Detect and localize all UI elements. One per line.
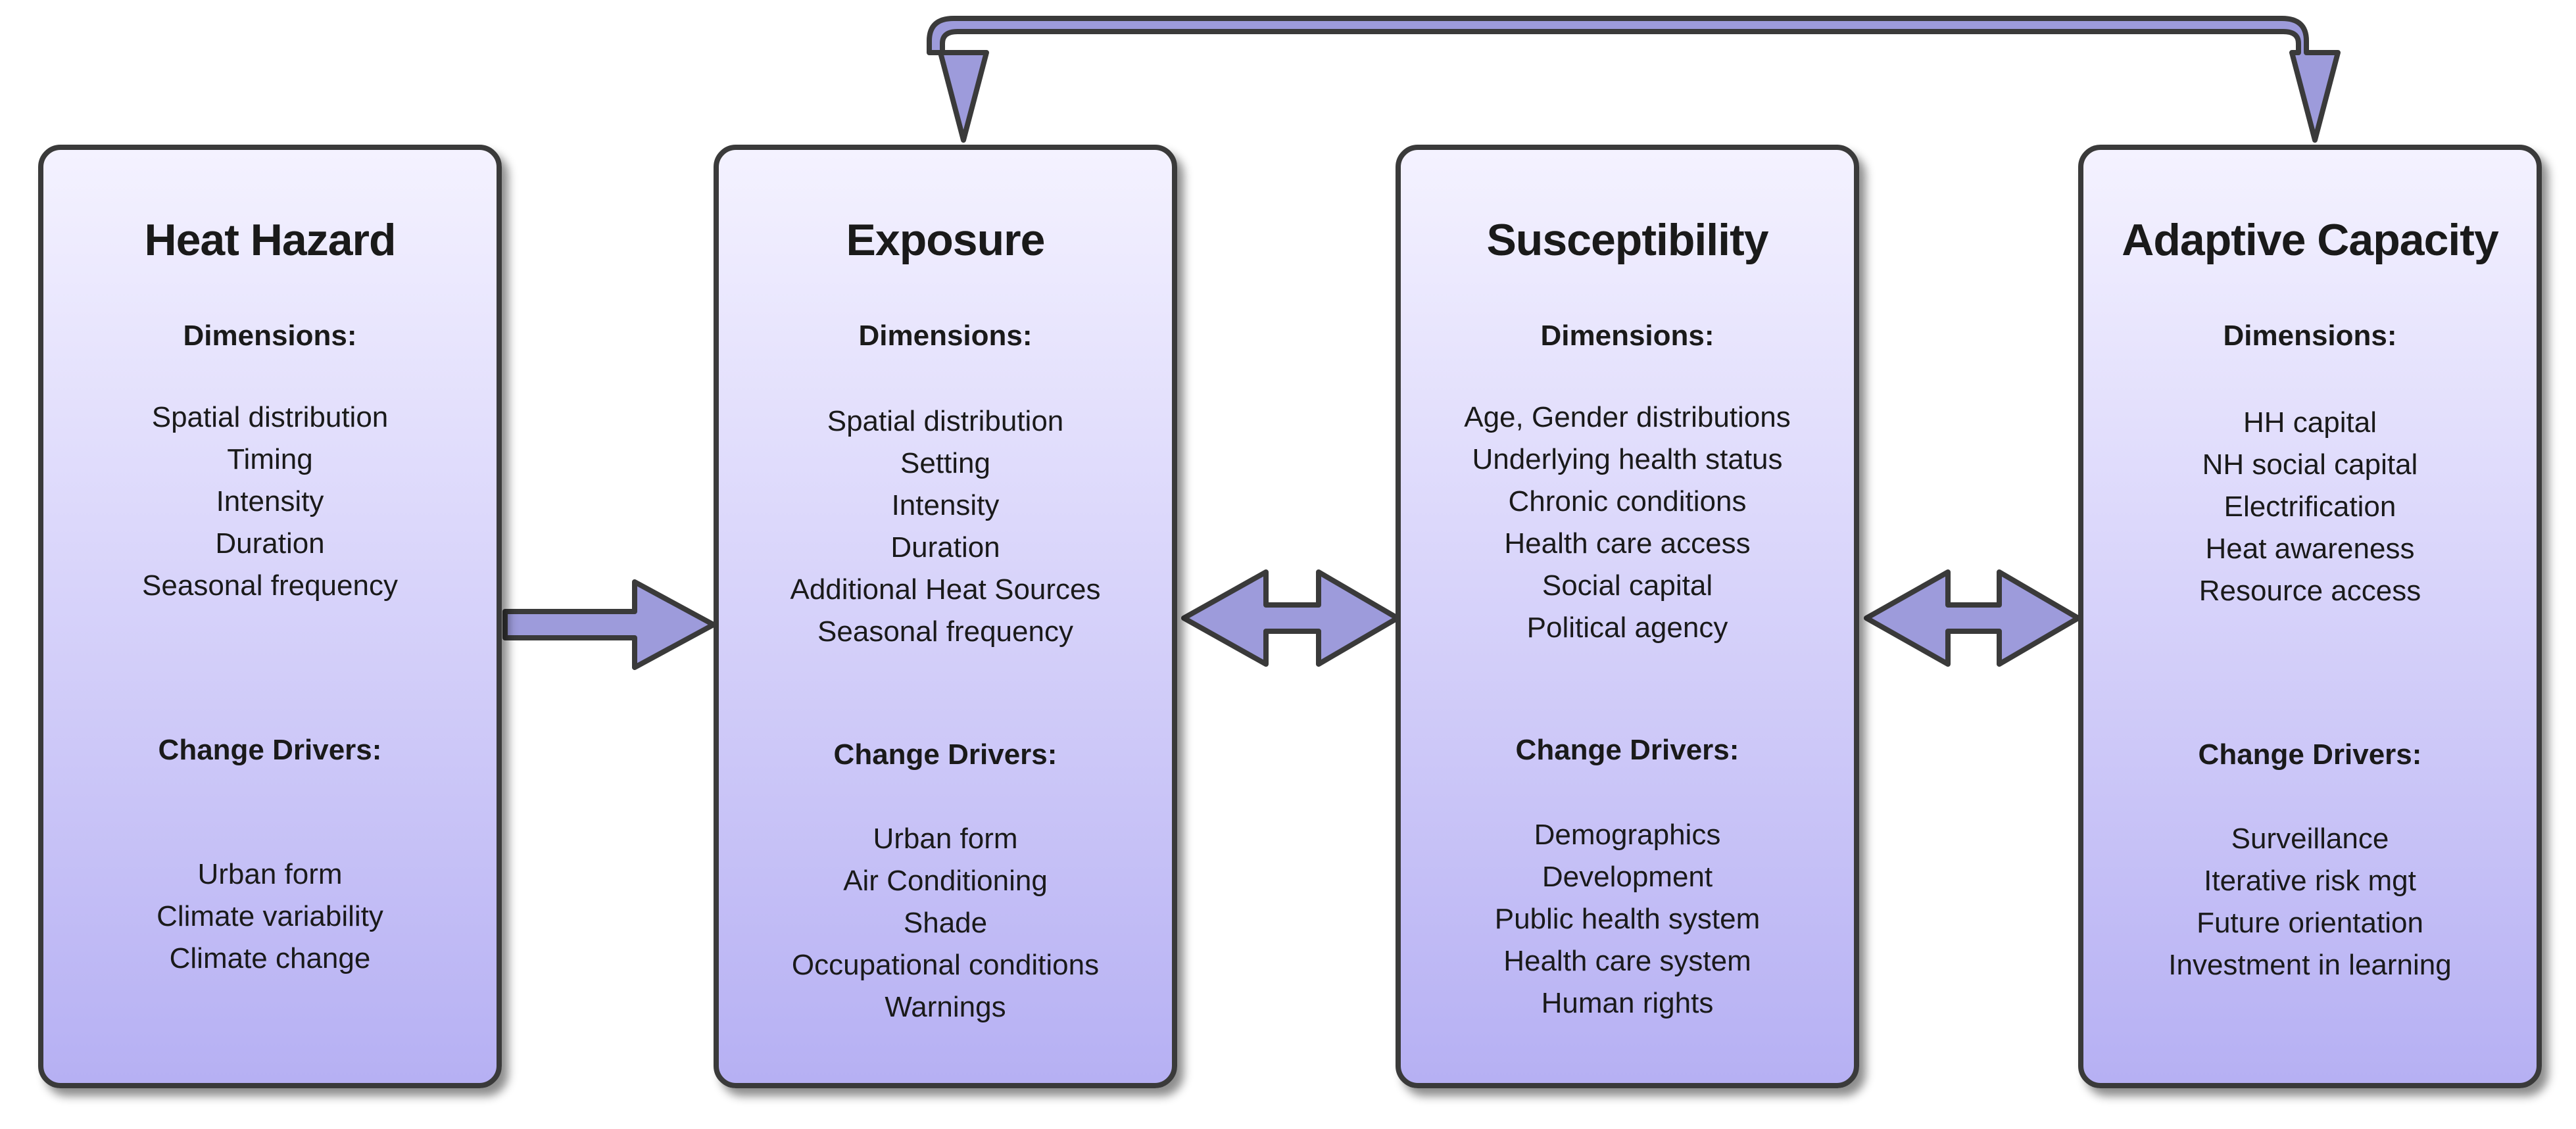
dimensions-list: Age, Gender distributions Underlying hea… (1401, 396, 1854, 649)
drivers-heading: Change Drivers: (833, 738, 1057, 771)
list-item: Future orientation (2197, 907, 2423, 939)
list-item: HH capital (2243, 406, 2377, 439)
list-item: Heat awareness (2205, 533, 2415, 565)
list-item: Urban form (873, 823, 1018, 855)
box-title: Adaptive Capacity (2122, 215, 2499, 265)
list-item: Age, Gender distributions (1464, 401, 1791, 433)
list-item: Setting (900, 447, 990, 479)
list-item: Climate variability (157, 900, 383, 932)
list-item: Health care access (1504, 527, 1751, 560)
list-item: Warnings (885, 991, 1006, 1023)
list-item: Iterative risk mgt (2204, 865, 2416, 897)
dimensions-list: Spatial distribution Timing Intensity Du… (43, 396, 497, 607)
list-item: Human rights (1541, 987, 1714, 1019)
drivers-heading: Change Drivers: (158, 734, 382, 766)
list-item: Resource access (2199, 575, 2421, 607)
drivers-list: Demographics Development Public health s… (1401, 814, 1854, 1024)
list-item: Political agency (1526, 612, 1728, 644)
list-item: Chronic conditions (1508, 485, 1747, 517)
drivers-list: Urban form Air Conditioning Shade Occupa… (719, 818, 1172, 1028)
box-title: Heat Hazard (144, 215, 396, 265)
arrow-exposure-susceptibility (1181, 569, 1400, 667)
list-item: Intensity (891, 489, 1000, 521)
list-item: Seasonal frequency (817, 615, 1073, 648)
list-item: Occupational conditions (791, 949, 1100, 981)
list-item: Duration (215, 527, 325, 560)
list-item: Timing (227, 443, 313, 475)
list-item: Shade (903, 907, 988, 939)
dimensions-list: HH capital NH social capital Electrifica… (2083, 402, 2537, 612)
list-item: Duration (890, 531, 1000, 564)
list-item: Social capital (1542, 569, 1713, 602)
box-susceptibility: Susceptibility Dimensions: Age, Gender d… (1396, 145, 1859, 1088)
arrow-exposure-adaptive-capacity (927, 16, 2341, 143)
list-item: Public health system (1494, 903, 1761, 935)
list-item: Additional Heat Sources (790, 573, 1101, 606)
list-item: Urban form (197, 858, 343, 890)
arrow-heat-hazard-exposure (502, 579, 716, 670)
list-item: Demographics (1534, 819, 1721, 851)
list-item: NH social capital (2202, 448, 2418, 481)
arrow-susceptibility-adaptive-capacity (1864, 569, 2081, 667)
dimensions-heading: Dimensions: (2223, 320, 2397, 352)
list-item: Seasonal frequency (142, 569, 398, 602)
dimensions-list: Spatial distribution Setting Intensity D… (719, 400, 1172, 653)
drivers-list: Surveillance Iterative risk mgt Future o… (2083, 818, 2537, 986)
drivers-heading: Change Drivers: (2198, 738, 2422, 771)
list-item: Surveillance (2231, 823, 2389, 855)
list-item: Electrification (2224, 491, 2396, 523)
dimensions-heading: Dimensions: (858, 320, 1033, 352)
list-item: Development (1542, 861, 1713, 893)
box-adaptive-capacity: Adaptive Capacity Dimensions: HH capital… (2078, 145, 2542, 1088)
list-item: Intensity (216, 485, 324, 517)
box-title: Exposure (846, 215, 1046, 265)
list-item: Investment in learning (2168, 949, 2452, 981)
list-item: Spatial distribution (827, 405, 1064, 437)
list-item: Health care system (1503, 945, 1751, 977)
list-item: Climate change (169, 942, 371, 974)
box-heat-hazard: Heat Hazard Dimensions: Spatial distribu… (38, 145, 502, 1088)
drivers-heading: Change Drivers: (1515, 734, 1739, 766)
list-item: Air Conditioning (843, 865, 1048, 897)
list-item: Underlying health status (1472, 443, 1783, 475)
dimensions-heading: Dimensions: (1540, 320, 1714, 352)
box-exposure: Exposure Dimensions: Spatial distributio… (714, 145, 1177, 1088)
dimensions-heading: Dimensions: (183, 320, 357, 352)
box-title: Susceptibility (1486, 215, 1768, 265)
drivers-list: Urban form Climate variability Climate c… (43, 853, 497, 980)
list-item: Spatial distribution (151, 401, 389, 433)
